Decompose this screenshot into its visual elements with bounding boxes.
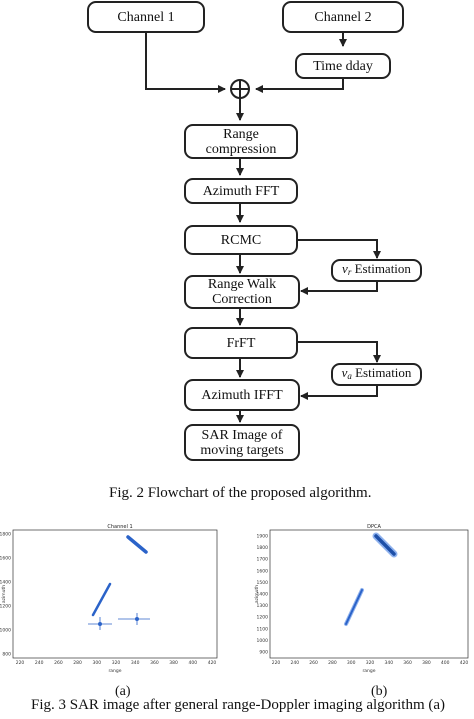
fig3-caption: Fig. 3 SAR image after general range-Dop… <box>31 697 446 713</box>
rcmc-box: RCMC <box>184 225 298 255</box>
panel-b-x-tick-10: 420 <box>460 660 469 666</box>
range-compression-line2: compression <box>205 141 277 157</box>
panel-b-y-tick-3: 1600 <box>257 568 269 574</box>
frft-box: FrFT <box>184 327 298 359</box>
panel-a-x-tick-2: 260 <box>54 660 63 666</box>
panel-b-x-tick-9: 400 <box>441 660 450 666</box>
panel-b-y-tick-1: 1800 <box>257 545 269 551</box>
panel-a-x-tick-4: 300 <box>93 660 102 666</box>
panel-a-y-tick-4: 1000 <box>0 628 11 634</box>
arrow-channel1-to-summer <box>145 31 226 93</box>
panel-b-y-tick-0: 1900 <box>257 534 269 540</box>
arrow-rcmc-to-vr <box>297 239 381 259</box>
panel-a-title: Channel 1 <box>107 524 132 530</box>
time-delay-box: Time dday <box>295 53 391 79</box>
panel-b-label: (b) <box>371 684 388 699</box>
panel-a-x-tick-6: 340 <box>131 660 140 666</box>
panel-b-frame <box>269 529 469 659</box>
azimuth-fft-label: Azimuth FFT <box>202 183 280 199</box>
channel2-box: Channel 2 <box>282 1 404 33</box>
panel-b: DPCA 1900 1800 1700 1600 1500 1400 1300 1200 110… <box>252 522 474 699</box>
range-walk-line1: Range Walk <box>207 277 277 292</box>
arrow-va-to-azifft <box>300 386 378 400</box>
va-estimation-box: va Estimation <box>331 363 422 386</box>
panel-a-x-tick-1: 240 <box>35 660 44 666</box>
vr-estimation-box: vr Estimation <box>331 259 422 282</box>
azimuth-fft-box: Azimuth FFT <box>184 178 298 204</box>
azimuth-ifft-box: Azimuth IFFT <box>184 379 300 411</box>
frft-label: FrFT <box>226 335 256 351</box>
panel-a-target-4-dot <box>135 617 139 621</box>
panel-b-x-tick-3: 280 <box>328 660 337 666</box>
vr-estimation-label: vr Estimation <box>342 261 411 277</box>
flowchart-connectors <box>145 31 381 423</box>
panel-a-xlabel: range <box>108 668 121 674</box>
panel-a-y-tick-3: 1200 <box>0 604 11 610</box>
panel-b-streak-2 <box>345 589 363 625</box>
panel-a-y-tick-2: 1400 <box>0 580 11 586</box>
panel-b-x-tick-0: 220 <box>272 660 281 666</box>
panel-b-x-tick-5: 320 <box>366 660 375 666</box>
panel-b-x-tick-7: 360 <box>403 660 412 666</box>
panel-a-y-tick-1: 1600 <box>0 556 11 562</box>
panel-b-y-tick-6: 1300 <box>257 603 269 609</box>
panel-a-y-tick-0: 1800 <box>0 532 11 538</box>
panel-b-y-tick-4: 1500 <box>257 580 269 586</box>
panel-a-y-tick-5: 800 <box>2 652 11 658</box>
panel-b-x-tick-8: 380 <box>422 660 431 666</box>
panel-a-x-tick-10: 420 <box>208 660 217 666</box>
panel-a-x-tick-7: 360 <box>150 660 159 666</box>
sar-image-box: SAR Image of moving targets <box>184 424 300 461</box>
fig2-caption: Fig. 2 Flowchart of the proposed algorit… <box>109 485 372 501</box>
panel-b-xlabel: range <box>362 668 375 674</box>
range-walk-line2: Correction <box>212 292 272 307</box>
panel-a-label: (a) <box>115 684 131 699</box>
panel-b-streak-1 <box>374 534 396 556</box>
panel-a-x-tick-9: 400 <box>189 660 198 666</box>
rcmc-label: RCMC <box>220 232 262 248</box>
panel-b-x-tick-1: 240 <box>291 660 300 666</box>
channel1-box: Channel 1 <box>87 1 205 33</box>
panel-b-x-tick-6: 340 <box>385 660 394 666</box>
panel-a-x-tick-0: 220 <box>16 660 25 666</box>
panel-b-ylabel: azimuth <box>254 585 260 603</box>
panel-b-y-tick-8: 1100 <box>257 626 269 632</box>
range-compression-line1: Range <box>223 126 259 142</box>
panel-b-y-tick-9: 1000 <box>257 638 269 644</box>
range-walk-correction-box: Range Walk Correction <box>184 275 300 309</box>
channel2-label: Channel 2 <box>314 9 372 25</box>
sar-image-line1: SAR Image of <box>201 427 283 443</box>
panel-b-y-tick-5: 1400 <box>257 592 269 598</box>
panel-a-target-streak-1 <box>126 535 148 554</box>
panel-a-x-tick-5: 320 <box>112 660 121 666</box>
panel-a-target-3-dot <box>98 622 102 626</box>
range-compression-box: Range compression <box>184 124 298 159</box>
arrow-vr-to-rwc <box>300 281 378 295</box>
panel-a: Channel 1 1800 1600 1400 1200 1000 800 220 240… <box>0 522 225 699</box>
panel-a-frame <box>12 529 218 659</box>
channel1-label: Channel 1 <box>117 9 175 25</box>
arrow-frft-to-va <box>297 341 381 363</box>
panel-a-target-streak-2 <box>91 582 112 617</box>
arrow-delay-to-summer <box>255 79 344 93</box>
panel-a-x-tick-3: 280 <box>73 660 82 666</box>
panel-b-y-tick-7: 1200 <box>257 615 269 621</box>
azimuth-ifft-label: Azimuth IFFT <box>201 387 283 403</box>
panel-b-title: DPCA <box>367 524 381 530</box>
panel-b-x-tick-4: 300 <box>347 660 356 666</box>
panel-b-x-tick-2: 260 <box>309 660 318 666</box>
panel-a-ylabel: azimuth <box>1 585 7 603</box>
panel-b-y-tick-10: 900 <box>259 650 268 656</box>
va-estimation-label: va Estimation <box>341 365 412 381</box>
time-delay-label: Time dday <box>313 58 373 74</box>
panel-a-x-tick-8: 380 <box>169 660 178 666</box>
panel-b-y-tick-2: 1700 <box>257 557 269 563</box>
sar-image-line2: moving targets <box>200 442 284 458</box>
